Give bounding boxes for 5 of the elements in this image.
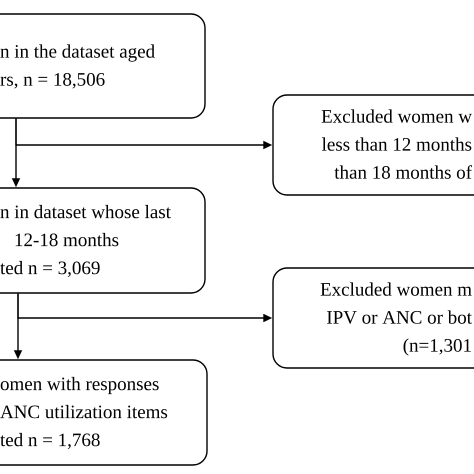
flow-box: Excluded women m IPV or ANC or bot (n=1,301 <box>272 267 474 369</box>
flow-box: omen with responses ANC utilization items ted n = 1,768 <box>0 359 208 466</box>
flow-box: n in the dataset aged rs, n = 18,506 <box>0 13 206 119</box>
flow-box: Excluded women w less than 12 months than 18 months of <box>272 94 474 196</box>
flow-box: n in dataset whose last 12-18 months ted n = 3,069 <box>0 187 206 294</box>
